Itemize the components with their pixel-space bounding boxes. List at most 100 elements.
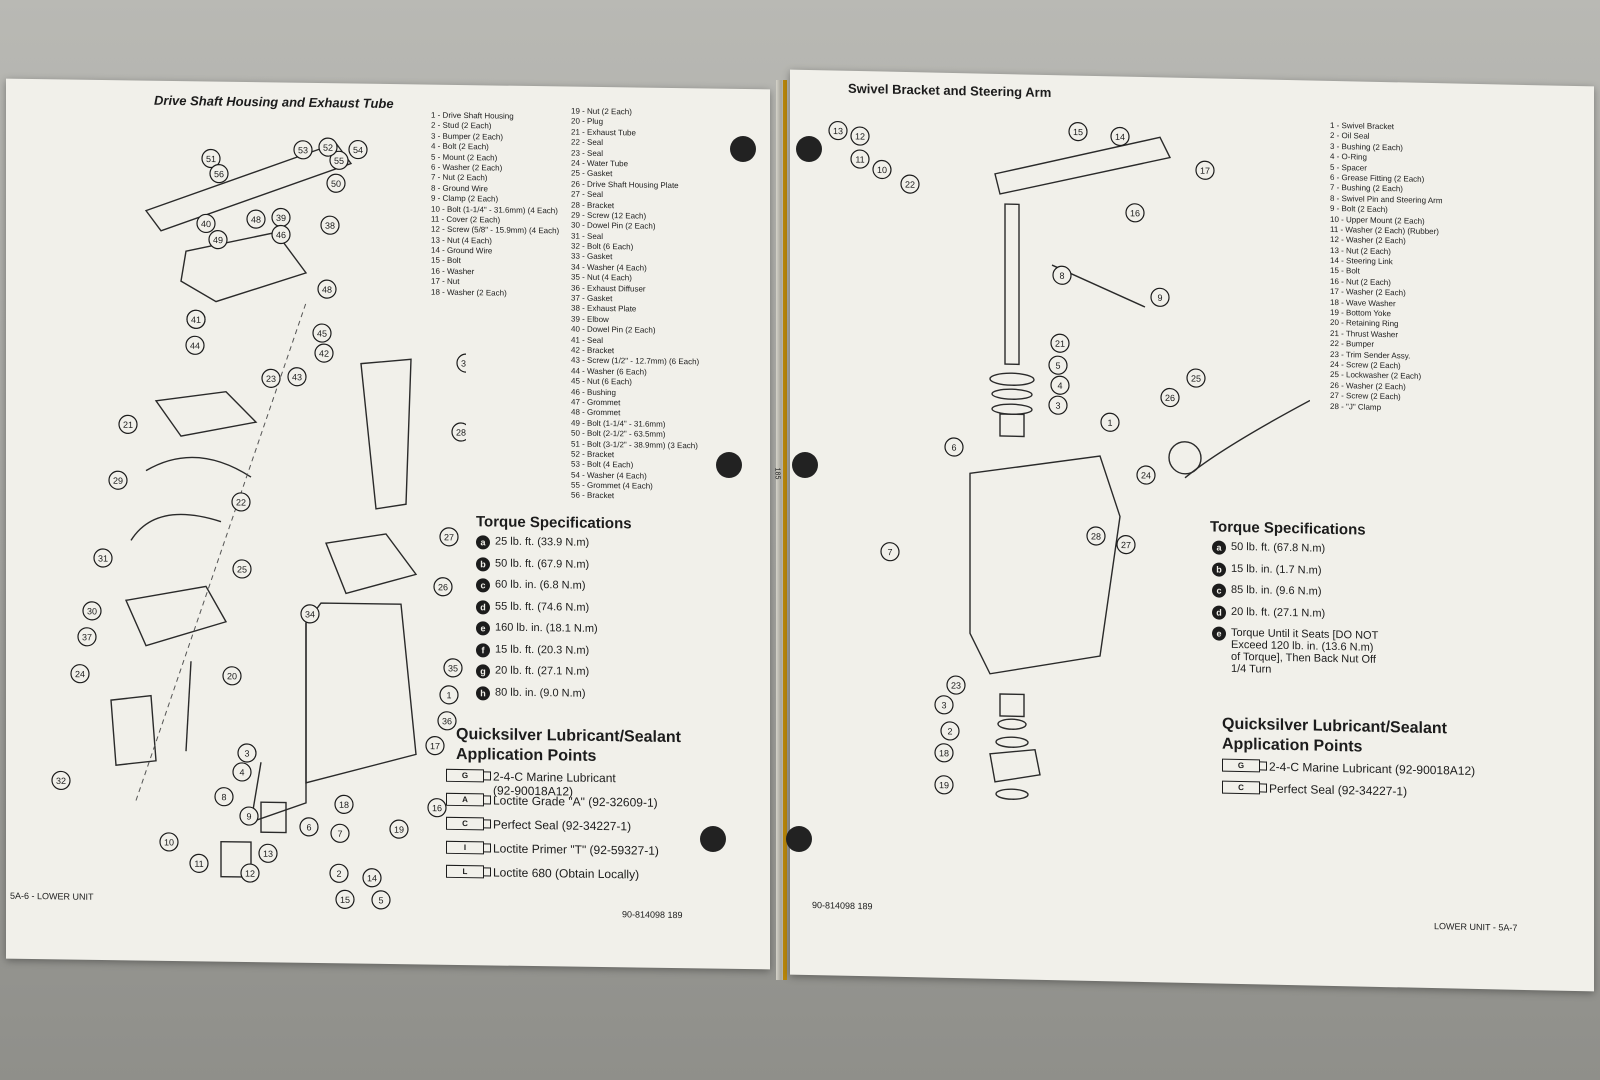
callout-circle: [70, 664, 90, 684]
callout-circle: [1125, 203, 1145, 223]
callout-number: 7: [337, 829, 342, 839]
torque-value-line: 15 lb. in. (1.7 N.m): [1231, 562, 1322, 577]
binder-hole: [700, 826, 726, 852]
torque-value-line: 160 lb. in. (18.1 N.m): [495, 621, 598, 635]
torque-value-line: 50 lb. ft. (67.9 N.m): [495, 556, 590, 571]
gasket-outline: [154, 390, 258, 437]
binder-hole: [786, 826, 812, 852]
torque-value: 80 lb. in. (9.0 N.m): [495, 686, 585, 699]
callout-circle: [427, 798, 447, 818]
callout-circle: [82, 601, 102, 621]
callout-number: 11: [855, 154, 864, 164]
callout-circle: [1048, 355, 1068, 375]
callout-circle: [320, 215, 340, 235]
lubricant-tube-icon: G: [446, 768, 491, 783]
callout-circle: [443, 658, 463, 678]
callout-circle: [451, 422, 466, 442]
drive-shaft-plate-outline: [125, 585, 228, 647]
binder-hole: [716, 452, 742, 478]
callout-circle: [186, 309, 206, 329]
callout-circle: [1048, 395, 1068, 415]
callout-number: 43: [292, 372, 302, 382]
callout-number: 22: [236, 497, 246, 507]
right-footer-code: 90-814098 189: [812, 900, 873, 912]
callout-number: 30: [87, 606, 97, 616]
right-page: Swivel Bracket and Steering Arm 1 - Swiv…: [790, 69, 1594, 992]
lubricant-text: Loctite Primer "T" (92-59327-1): [493, 841, 659, 857]
wave-washer: [995, 736, 1029, 748]
water-tube-outline: [185, 661, 192, 752]
callout-circle: [439, 685, 459, 705]
left-footer-section: 5A-6 - LOWER UNIT: [10, 890, 94, 902]
callout-number: 39: [276, 213, 286, 223]
callout-number: 3: [1055, 401, 1060, 411]
callout-circle: [118, 414, 138, 434]
housing-side-outline: [250, 622, 307, 824]
torque-key-badge: a: [476, 535, 490, 550]
torque-value-line: 15 lb. ft. (20.3 N.m): [495, 642, 590, 657]
torque-value: 50 lb. ft. (67.9 N.m): [495, 557, 589, 570]
callout-circle: [1086, 526, 1106, 546]
callout-circle: [456, 353, 466, 373]
callout-circle: [314, 343, 334, 363]
callout-number: 49: [213, 235, 223, 245]
tube-code: C: [446, 816, 484, 831]
tube-cap: [1260, 761, 1267, 771]
bracket-curve-outline: [130, 513, 222, 541]
callout-circle: [329, 150, 349, 170]
retaining-ring: [995, 788, 1029, 800]
callout-number: 10: [877, 165, 887, 175]
callout-number: 21: [123, 420, 133, 430]
callout-circle: [201, 148, 221, 169]
steering-arm-outline: [994, 136, 1172, 195]
spine-label: 185: [773, 467, 781, 480]
callout-number: 54: [353, 145, 363, 155]
callout-number: 17: [1200, 166, 1210, 176]
callout-number: 16: [1130, 208, 1140, 218]
torque-value: 20 lb. ft. (27.1 N.m): [495, 664, 589, 677]
callout-circle: [299, 817, 319, 837]
callout-number: 20: [227, 671, 237, 681]
callout-number: 3: [941, 700, 946, 710]
callout-circle: [237, 743, 257, 763]
callout-number: 53: [298, 145, 308, 155]
trim-sender-wire: [1184, 399, 1310, 479]
left-lub-title-2: Application Points: [456, 745, 597, 765]
callout-circle: [329, 863, 349, 883]
callout-number: 6: [951, 442, 956, 452]
callout-number: 12: [245, 869, 255, 879]
callout-circle: [261, 368, 281, 388]
callout-circle: [77, 627, 97, 647]
callout-number: 11: [194, 859, 203, 869]
callout-circle: [1186, 368, 1206, 388]
lubricant-text: Perfect Seal (92-34227-1): [493, 817, 631, 833]
callout-circle: [312, 323, 332, 343]
callout-circle: [51, 770, 71, 791]
torque-key-badge: d: [476, 599, 490, 614]
callout-circle: [1150, 287, 1170, 307]
torque-value: 55 lb. ft. (74.6 N.m): [495, 600, 589, 613]
callout-number: 24: [1141, 470, 1151, 480]
callout-number: 26: [438, 582, 448, 592]
callout-number: 32: [56, 776, 66, 786]
callout-circle: [214, 787, 234, 807]
o-ring: [991, 403, 1033, 415]
torque-value-line: 50 lb. ft. (67.8 N.m): [1231, 540, 1326, 555]
callout-number: 42: [319, 349, 329, 359]
gasket-25-outline: [325, 533, 418, 595]
callout-number: 52: [323, 143, 333, 153]
callout-number: 10: [164, 837, 174, 847]
callout-number: 13: [833, 126, 843, 136]
bottom-yoke: [989, 748, 1041, 783]
callout-number: 46: [276, 230, 286, 240]
callout-number: 55: [334, 156, 344, 166]
callout-circle: [934, 775, 954, 795]
callout-circle: [439, 527, 459, 547]
